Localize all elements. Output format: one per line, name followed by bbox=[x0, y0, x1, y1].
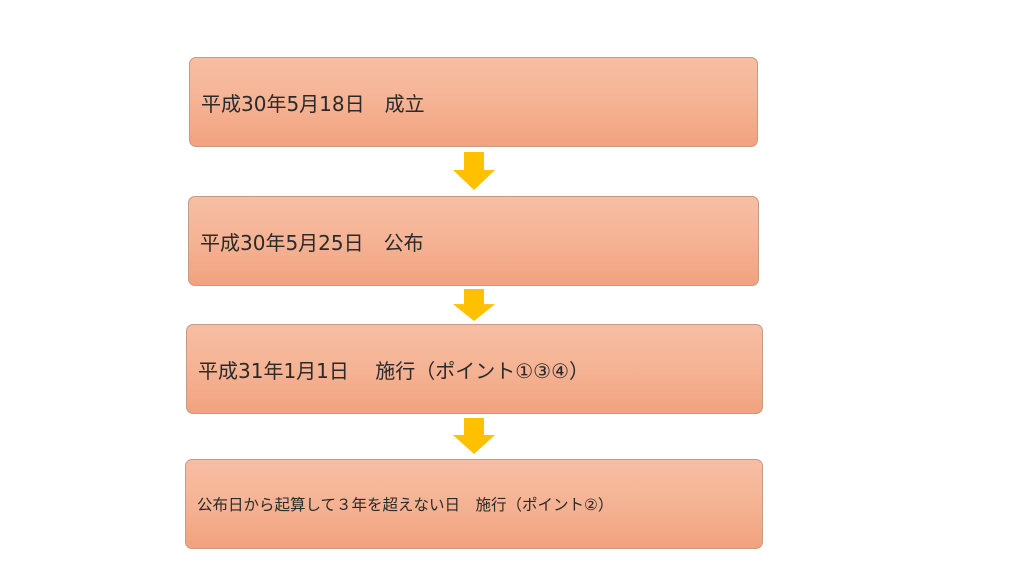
step-box-enforced-point-2: 公布日から起算して３年を超えない日 施行（ポイント②） bbox=[185, 459, 763, 549]
step-label: 平成30年5月18日 成立 bbox=[201, 91, 425, 116]
step-label: 平成30年5月25日 公布 bbox=[200, 230, 424, 255]
down-arrow-icon bbox=[453, 418, 495, 454]
step-box-enacted: 平成30年5月18日 成立 bbox=[189, 57, 758, 147]
step-box-enforced-points-1-3-4: 平成31年1月1日 施行（ポイント①③④） bbox=[186, 324, 763, 414]
step-label: 平成31年1月1日 施行（ポイント①③④） bbox=[198, 358, 590, 383]
down-arrow-icon bbox=[453, 152, 495, 190]
down-arrow-icon bbox=[453, 289, 495, 321]
step-box-promulgated: 平成30年5月25日 公布 bbox=[188, 196, 759, 286]
step-label: 公布日から起算して３年を超えない日 施行（ポイント②） bbox=[197, 496, 614, 514]
